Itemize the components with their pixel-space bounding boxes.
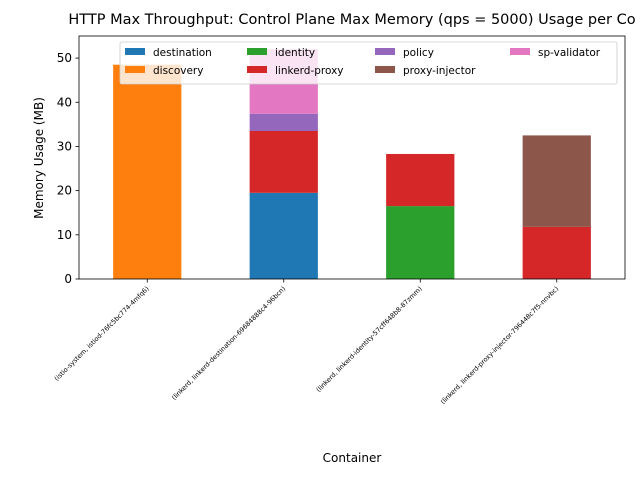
bar-proxy-injector-3 — [522, 135, 591, 227]
x-axis: (istio-system, istiod-76fc5bc774-4mfq6)(… — [53, 279, 560, 406]
bar-discovery-0 — [113, 64, 182, 279]
legend-swatch-identity — [247, 48, 267, 55]
y-tick-label: 10 — [57, 228, 72, 242]
legend-swatch-sp-validator — [510, 48, 530, 55]
bar-identity-2 — [386, 206, 455, 279]
legend: destination discovery identity linkerd-prox… — [119, 41, 618, 85]
x-tick-label: (istio-system, istiod-76fc5bc774-4mfq6) — [53, 285, 151, 383]
plot-frame — [78, 35, 626, 280]
y-axis-label: Memory Usage (MB) — [32, 97, 46, 219]
legend-label-sp-validator: sp-validator — [538, 47, 601, 59]
y-tick-label: 20 — [57, 184, 72, 198]
legend-label-destination: destination — [153, 47, 212, 59]
bar-linkerd-proxy-2 — [386, 153, 455, 207]
chart-title: HTTP Max Throughput: Control Plane Max M… — [68, 12, 635, 28]
bar-linkerd-proxy-1 — [249, 130, 318, 193]
legend-label-proxy-injector: proxy-injector — [403, 65, 476, 77]
legend-swatch-discovery — [125, 66, 145, 73]
y-tick-label: 40 — [57, 95, 72, 109]
y-tick-label: 30 — [57, 139, 72, 153]
x-tick-label: (linkerd, linkerd-proxy-injector-796448c… — [439, 285, 560, 406]
legend-label-linkerd-proxy: linkerd-proxy — [275, 65, 344, 77]
x-axis-label: Container — [323, 451, 382, 465]
x-tick-label: (linkerd, linkerd-destination-69684888c4… — [170, 285, 287, 402]
legend-swatch-linkerd-proxy — [247, 66, 267, 73]
bar-destination-1 — [249, 192, 318, 279]
legend-box — [119, 41, 618, 85]
legend-swatch-policy — [375, 48, 395, 55]
legend-label-discovery: discovery — [153, 65, 203, 77]
legend-label-identity: identity — [275, 47, 315, 59]
legend-swatch-destination — [125, 48, 145, 55]
bar-linkerd-proxy-3 — [522, 226, 591, 279]
bar-policy-1 — [249, 113, 318, 131]
x-tick-label: (linkerd, linkerd-identity-57cff648b8-87… — [315, 285, 424, 394]
legend-swatch-proxy-injector — [375, 66, 395, 73]
legend-label-policy: policy — [403, 47, 434, 59]
y-tick-label: 0 — [64, 272, 72, 286]
plot-frame-border — [78, 35, 626, 280]
y-tick-label: 50 — [57, 51, 72, 65]
y-axis: 0 10 20 30 40 50 — [57, 51, 79, 286]
